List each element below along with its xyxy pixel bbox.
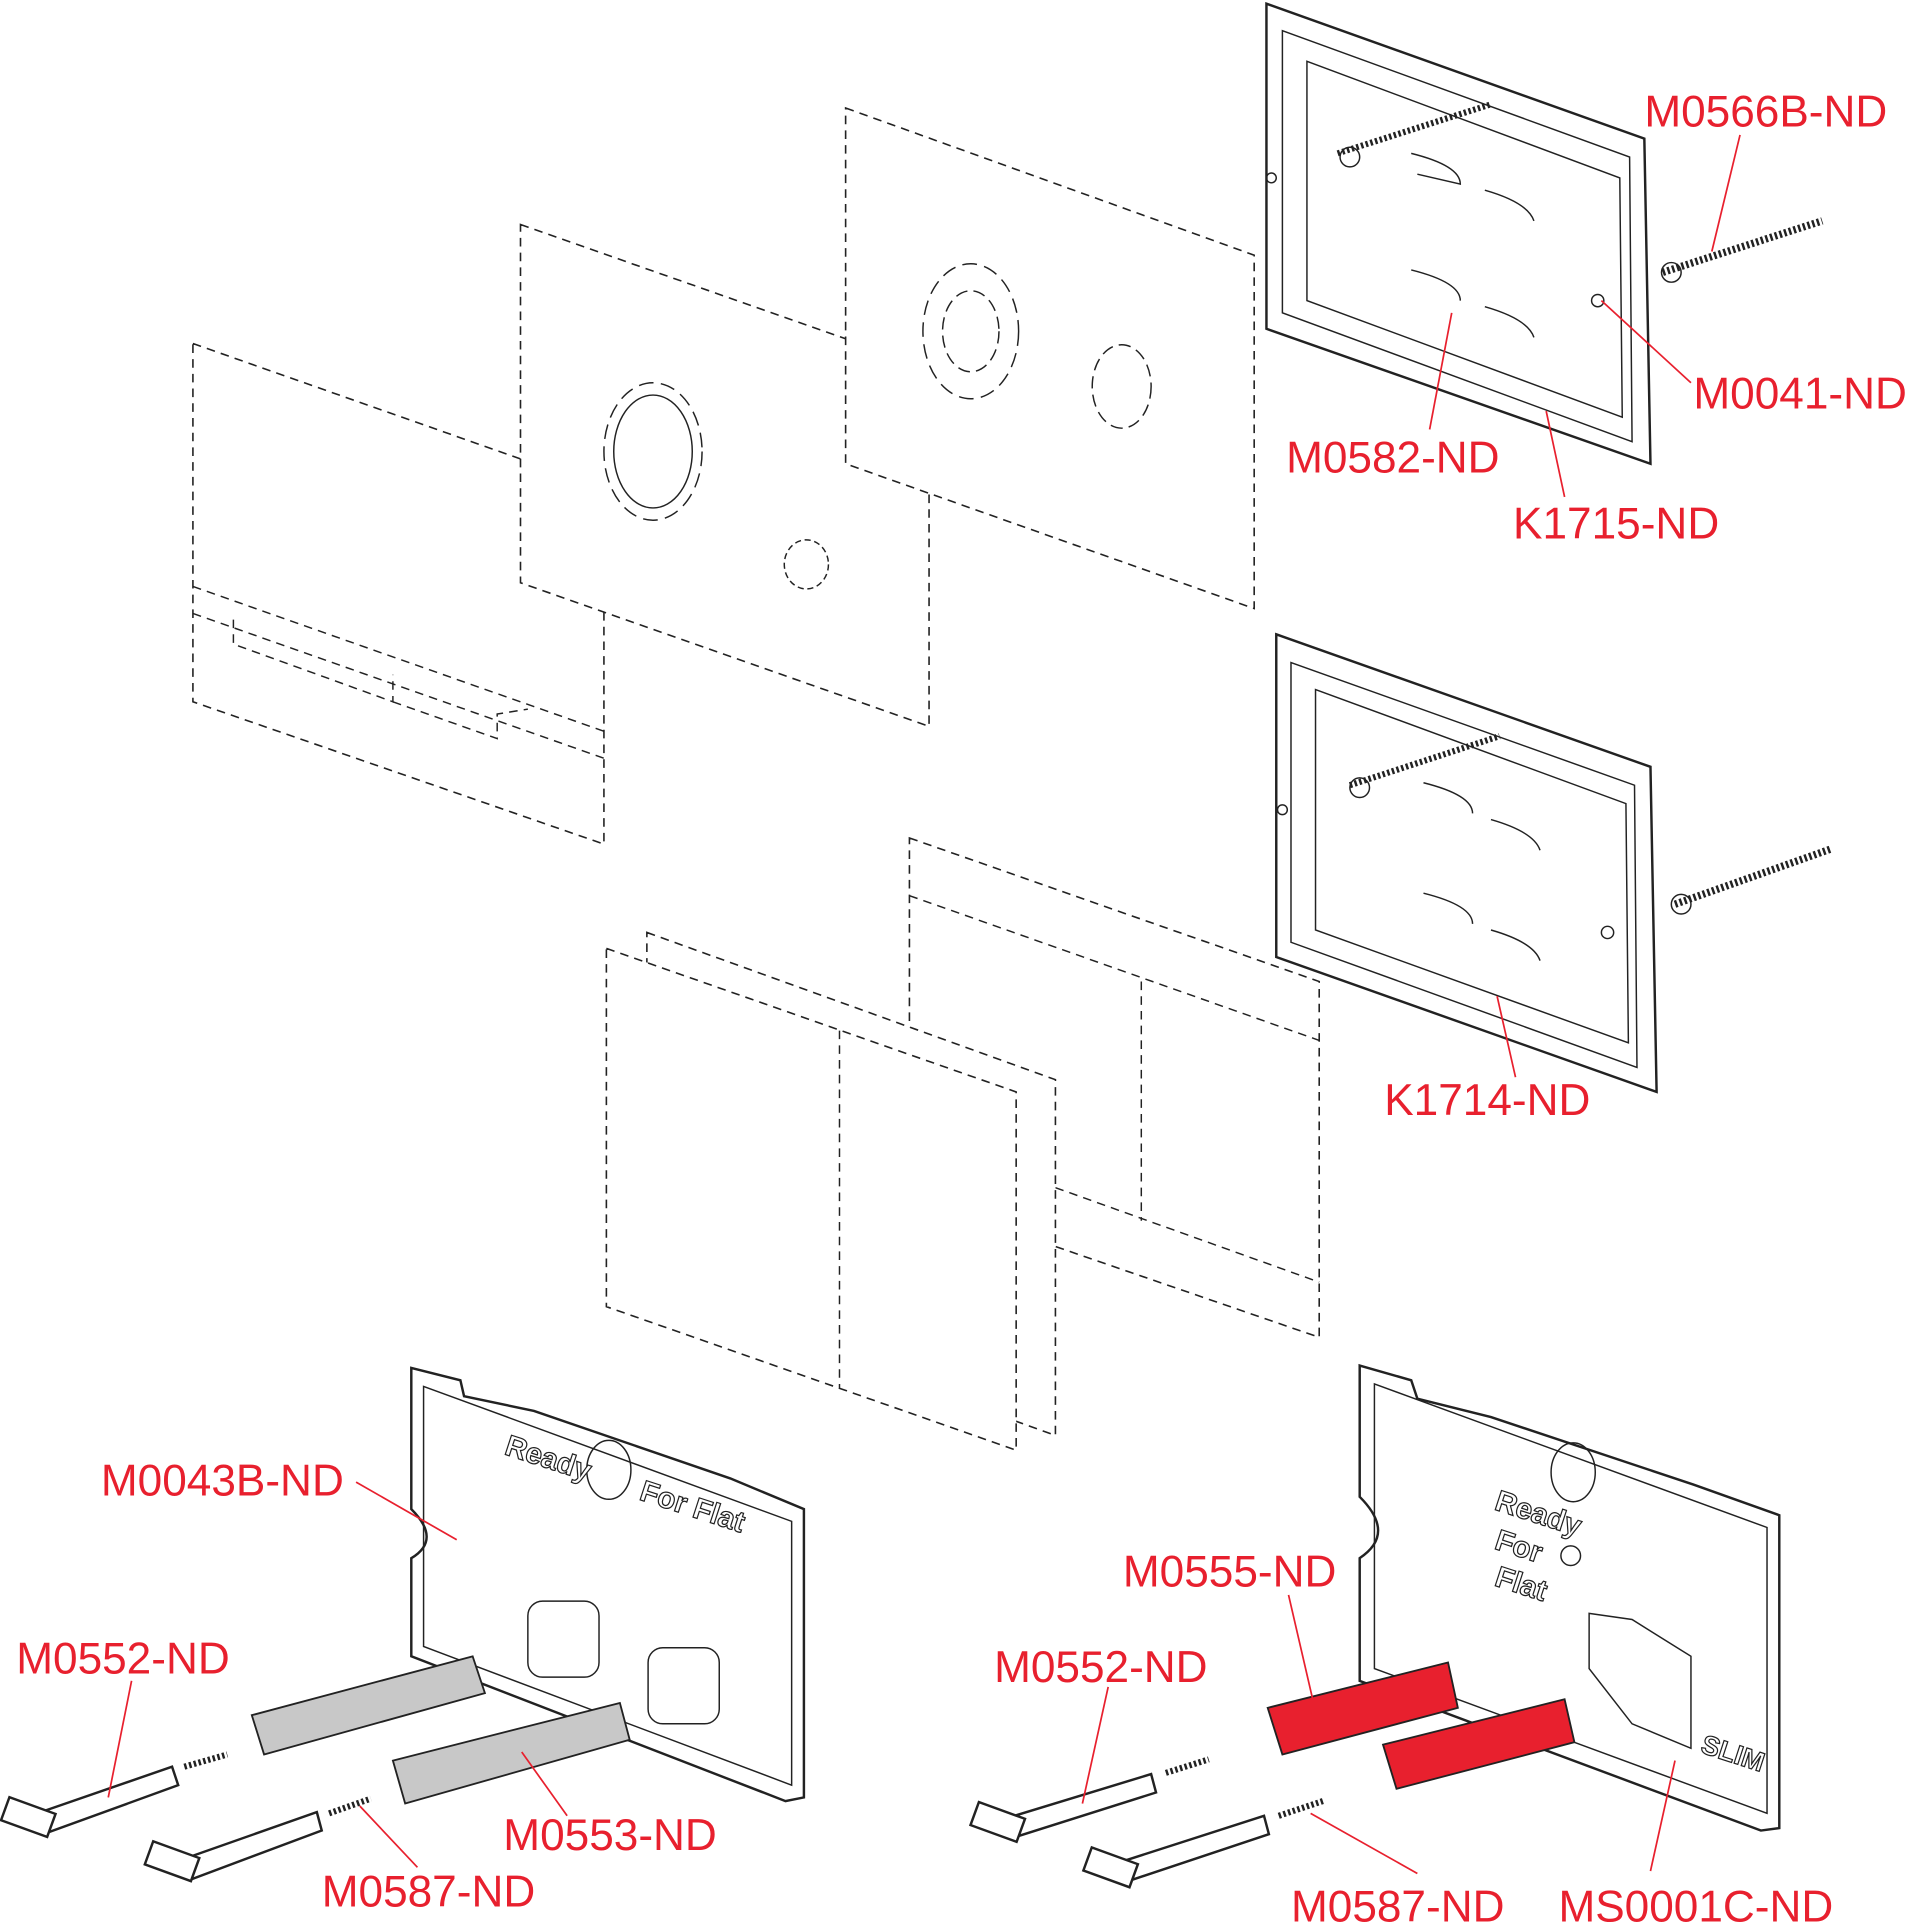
label-k1714: K1714-ND xyxy=(1384,1076,1590,1125)
label-m0555: M0555-ND xyxy=(1123,1547,1337,1596)
leader-lines xyxy=(107,134,1741,1875)
installation-plate-m0043b: Ready For Flat xyxy=(410,1366,806,1803)
label-m0043b: M0043B-ND xyxy=(101,1457,344,1506)
cover-plate-c xyxy=(844,106,1255,610)
cover-plate-a xyxy=(192,342,605,846)
cover-plate-b xyxy=(519,223,930,728)
label-m0566b: M0566B-ND xyxy=(1644,87,1887,136)
anchor-right xyxy=(968,1756,1324,1889)
mounting-frame-k1714 xyxy=(1275,632,1833,1094)
grey-bar-lower xyxy=(391,1701,631,1805)
grey-bar-upper xyxy=(250,1655,487,1756)
label-m0582: M0582-ND xyxy=(1286,433,1500,482)
cover-plate-d xyxy=(605,947,1017,1452)
label-k1715: K1715-ND xyxy=(1513,500,1719,549)
label-m0552-left: M0552-ND xyxy=(16,1634,229,1683)
label-m0587-left: M0587-ND xyxy=(322,1868,535,1917)
anchor-left xyxy=(0,1751,372,1883)
label-m0587-right: M0587-ND xyxy=(1291,1882,1505,1925)
label-m0553: M0553-ND xyxy=(503,1811,717,1860)
label-ms0001c: MS0001C-ND xyxy=(1558,1882,1833,1925)
label-m0041: M0041-ND xyxy=(1693,370,1907,419)
red-bar-upper xyxy=(1266,1661,1459,1756)
mounting-frame-k1715 xyxy=(1265,1,1824,466)
installation-plate-ms0001c: Ready For Flat SLIM xyxy=(1358,1363,1781,1832)
label-m0552-right: M0552-ND xyxy=(994,1643,1207,1692)
red-bar-lower xyxy=(1381,1698,1576,1790)
